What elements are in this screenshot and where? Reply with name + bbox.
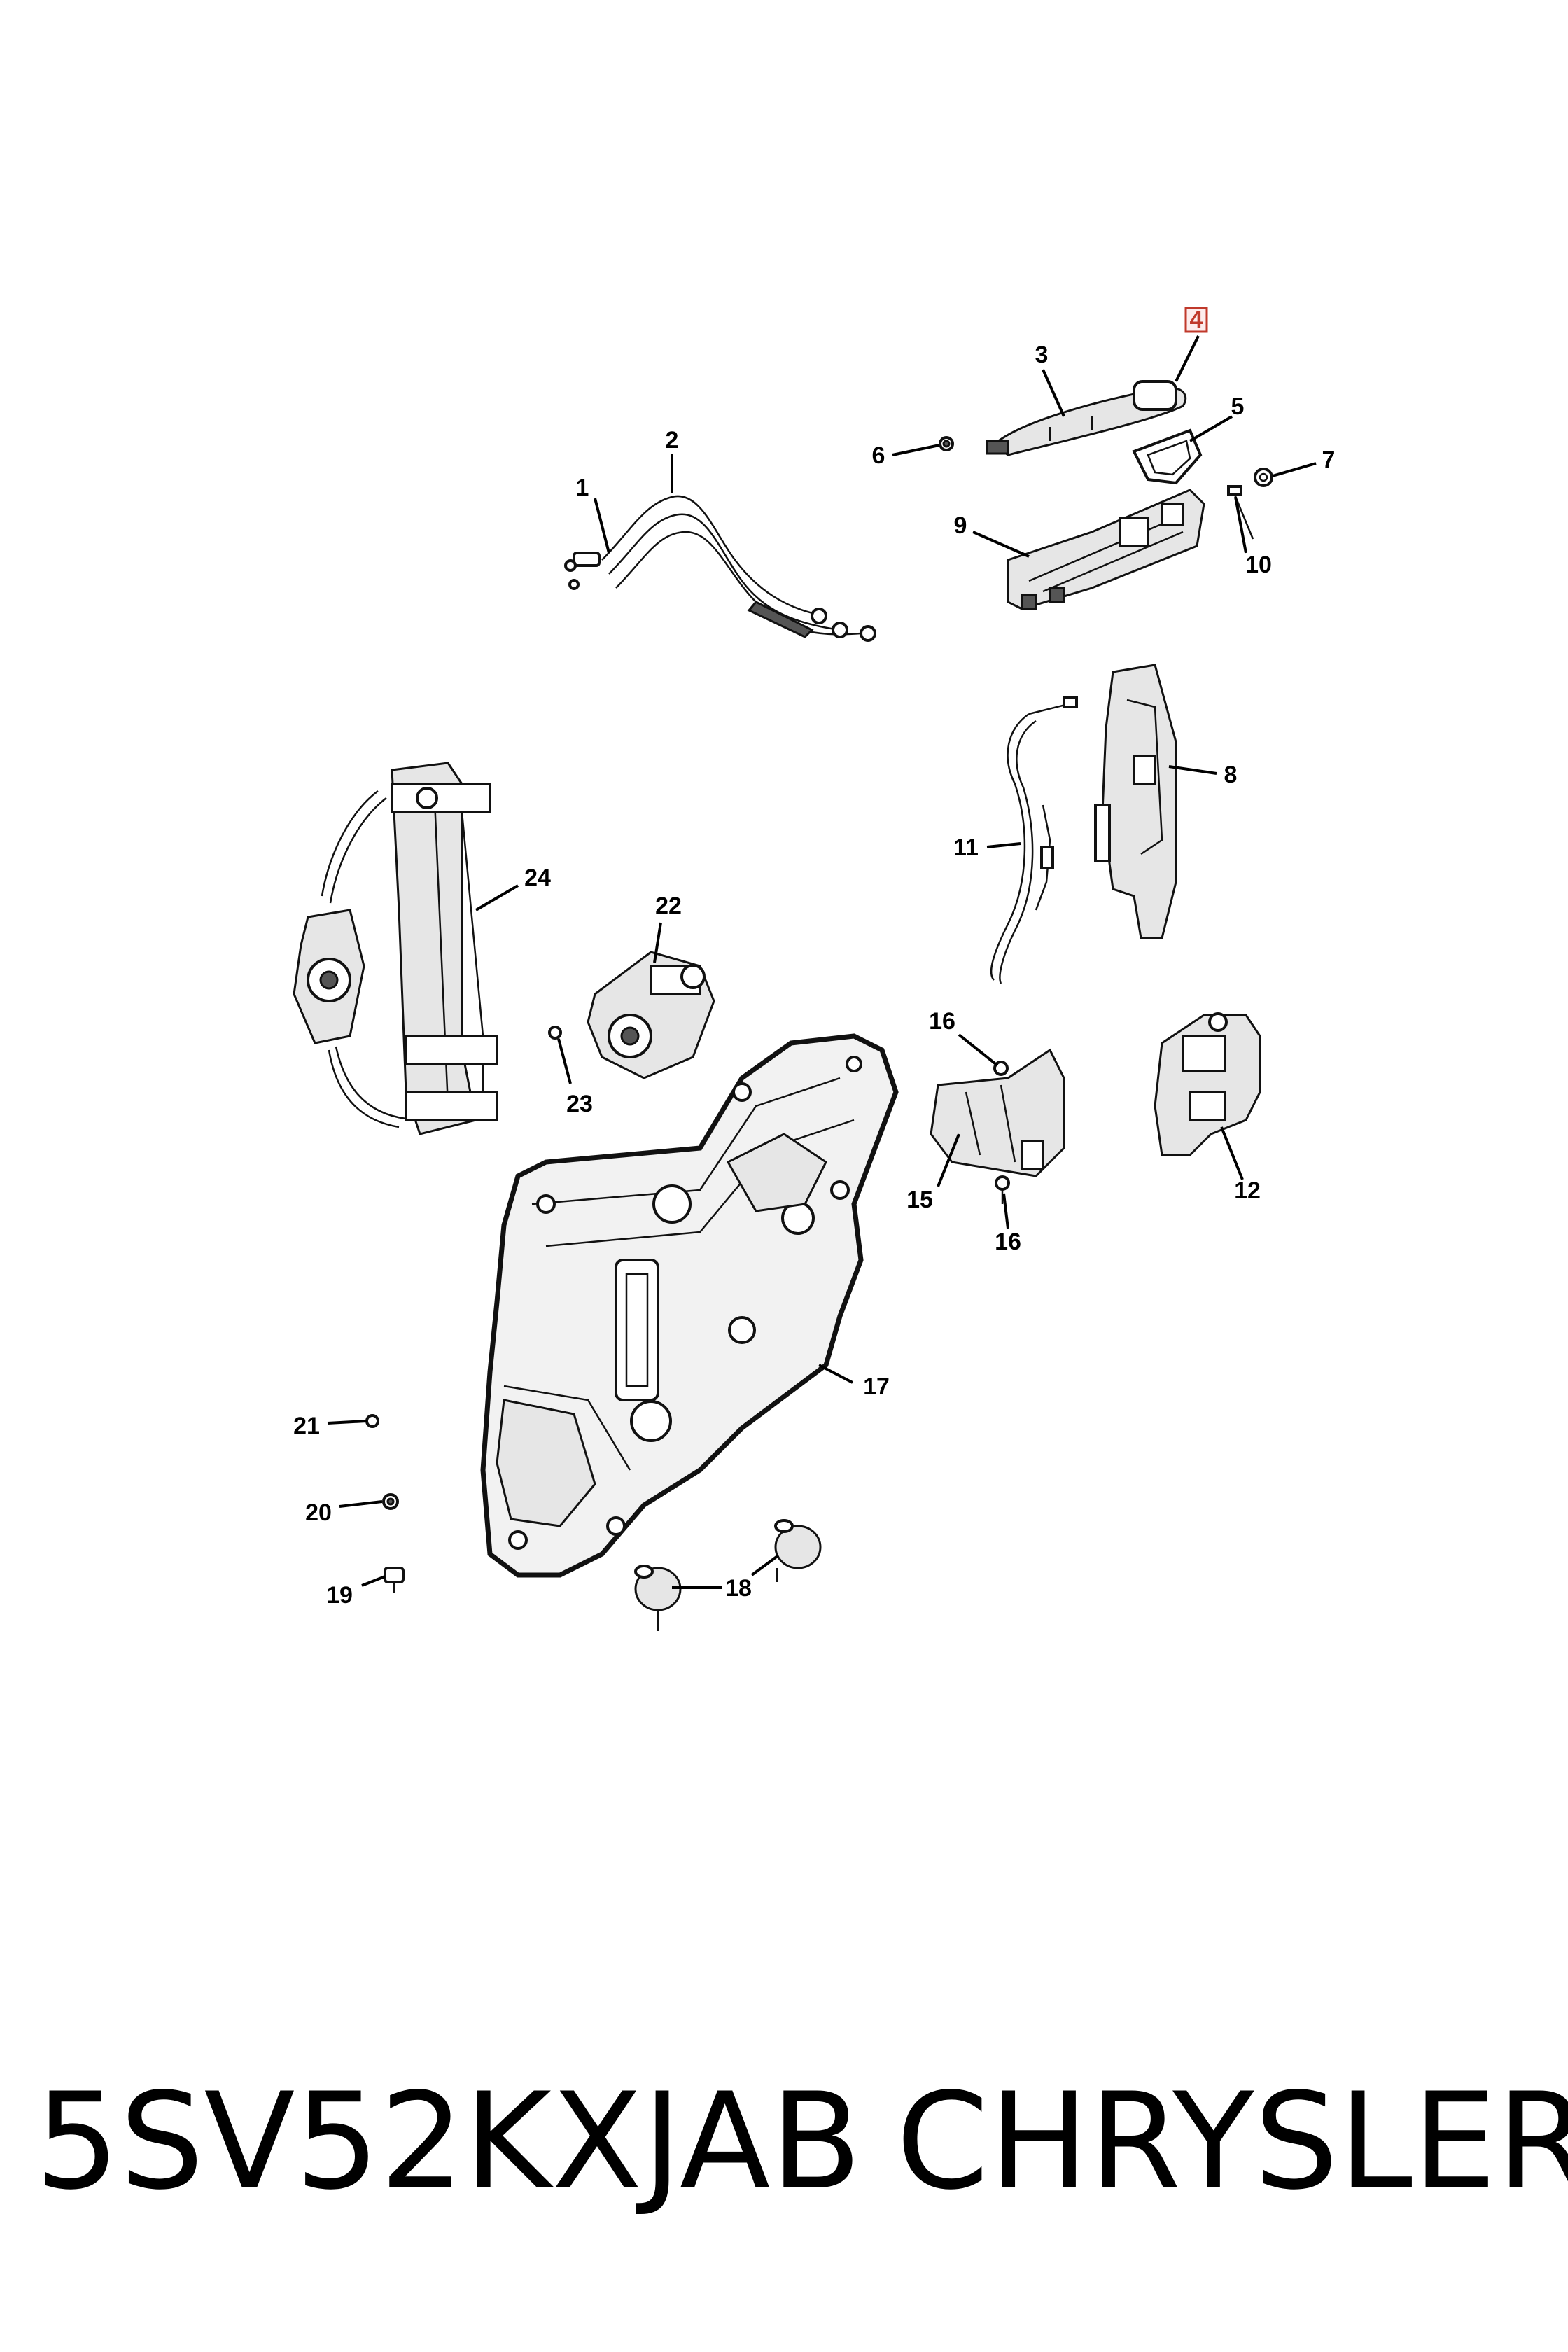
part-18-grommet-left xyxy=(634,1564,682,1631)
part-number: 5SV52KXJAB xyxy=(35,2064,862,2219)
part-12-latch xyxy=(1154,1012,1261,1156)
part-9-handle-carrier xyxy=(1007,489,1205,610)
part-23-screw xyxy=(548,1026,562,1040)
callout-10: 10 xyxy=(1245,552,1272,578)
callout-1: 1 xyxy=(576,475,589,501)
brand-name: CHRYSLER xyxy=(896,2064,1568,2219)
part-1-clip xyxy=(564,552,601,590)
part-11-rod xyxy=(990,696,1078,984)
callout-24: 24 xyxy=(524,864,551,891)
part-21-screw xyxy=(365,1414,379,1428)
callout-6: 6 xyxy=(872,442,886,469)
callout-20: 20 xyxy=(305,1499,332,1526)
part-5-gasket xyxy=(1132,428,1203,485)
callout-23: 23 xyxy=(566,1091,593,1117)
callout-4: 4 xyxy=(1190,307,1203,333)
callout-8: 8 xyxy=(1224,762,1238,788)
callout-7: 7 xyxy=(1322,447,1336,473)
part-20-screw xyxy=(382,1493,399,1510)
callout-3: 3 xyxy=(1035,342,1049,368)
part-8-bracket xyxy=(1094,664,1177,939)
leader-lines xyxy=(327,335,1317,1589)
part-22-window-motor xyxy=(587,951,715,1079)
part-24-window-regulator xyxy=(293,762,498,1135)
part-18-grommet-right xyxy=(774,1519,822,1582)
part-19-fastener xyxy=(384,1567,405,1592)
callout-11: 11 xyxy=(953,834,979,861)
part-7-nut xyxy=(1254,468,1273,487)
callout-12: 12 xyxy=(1234,1177,1261,1204)
callout-5: 5 xyxy=(1231,393,1245,420)
callout-16-lower: 16 xyxy=(995,1228,1021,1255)
part-15-bracket xyxy=(930,1048,1065,1177)
callout-16-upper: 16 xyxy=(929,1008,955,1035)
callout-19: 19 xyxy=(326,1582,353,1609)
callout-9: 9 xyxy=(954,512,967,539)
callout-21: 21 xyxy=(293,1413,320,1439)
part-2-cables xyxy=(601,495,876,642)
callout-17: 17 xyxy=(863,1373,890,1400)
footer: 5SV52KXJAB CHRYSLER xyxy=(0,2058,1568,2226)
callout-18: 18 xyxy=(725,1575,752,1602)
callouts: 1 2 3 4 5 6 7 8 9 10 11 12 15 16 16 17 1… xyxy=(293,307,1335,1609)
callout-22: 22 xyxy=(655,892,682,919)
part-3-exterior-handle xyxy=(986,380,1187,456)
callout-15: 15 xyxy=(906,1186,933,1213)
part-17-door-module-panel xyxy=(480,1033,899,1578)
callout-2: 2 xyxy=(666,427,679,454)
callout-4-highlight-box xyxy=(1184,307,1208,333)
part-6-screw xyxy=(939,436,954,451)
part-16-screw-lower xyxy=(995,1175,1010,1204)
part-16-screw-upper xyxy=(993,1060,1009,1076)
